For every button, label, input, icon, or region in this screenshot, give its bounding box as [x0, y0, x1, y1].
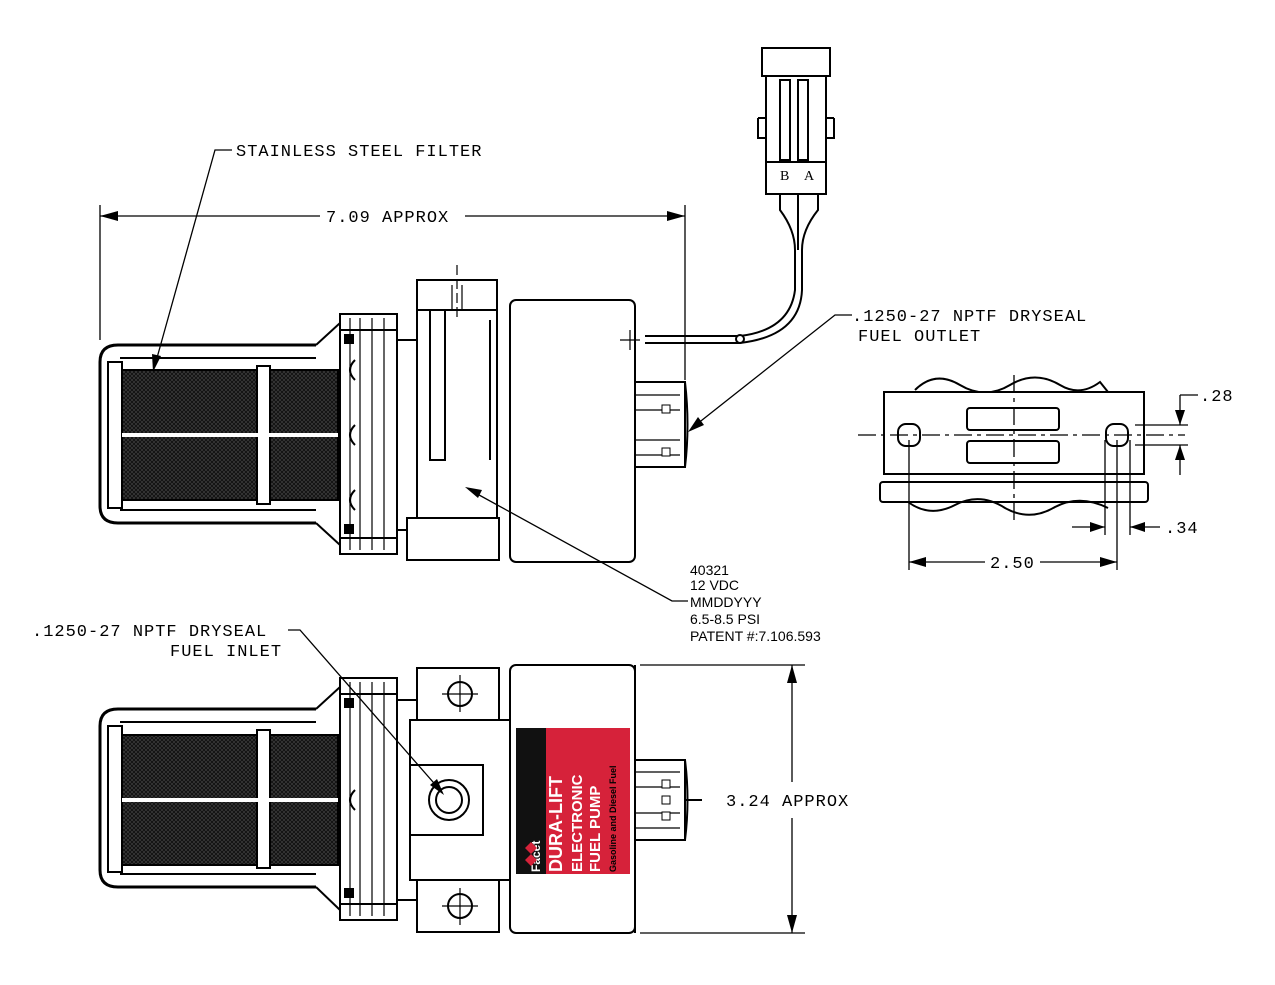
spec-line-2: 12 VDC — [690, 577, 739, 593]
spec-line-3: MMDDYYY — [690, 594, 762, 610]
height-dimension: 3.24 APPROX — [640, 664, 849, 934]
bracket-width-label: 2.50 — [990, 555, 1035, 574]
filter-label: STAINLESS STEEL FILTER — [236, 143, 482, 162]
top-view-pump — [98, 195, 819, 563]
brand-fuel-types: Gasoline and Diesel Fuel — [608, 765, 618, 872]
brand-fuel-pump: FUEL PUMP — [587, 786, 604, 872]
brand-electronic: ELECTRONIC — [569, 774, 586, 872]
outlet-label-1: .1250-27 NPTF DRYSEAL — [852, 308, 1087, 327]
inlet-label-1: .1250-27 NPTF DRYSEAL — [32, 623, 267, 642]
facet-logo — [525, 842, 537, 866]
slot-width-label: .34 — [1165, 520, 1199, 539]
filter-bowl — [98, 343, 316, 525]
inlet-label-2: FUEL INLET — [170, 643, 282, 662]
spec-line-4: 6.5-8.5 PSI — [690, 611, 760, 627]
product-label: Facet DURA-LIFT ELECTRONIC FUEL PUMP Gas… — [516, 728, 630, 874]
filter-callout: STAINLESS STEEL FILTER — [152, 143, 482, 372]
bottom-view-pump: Facet DURA-LIFT ELECTRONIC FUEL PUMP Gas… — [98, 664, 702, 934]
pin-b-label: B — [780, 169, 789, 184]
electrical-connector: B A — [757, 47, 835, 195]
brand-dura-lift: DURA-LIFT — [546, 776, 566, 872]
length-dimension: 7.09 APPROX — [99, 205, 686, 380]
spec-line-1: 40321 — [690, 562, 729, 578]
slot-offset-label: .28 — [1200, 388, 1234, 407]
bracket-detail: 2.50 .34 .28 — [858, 375, 1234, 574]
length-label: 7.09 APPROX — [326, 209, 449, 228]
outlet-callout: .1250-27 NPTF DRYSEAL FUEL OUTLET — [688, 308, 1087, 432]
outlet-label-2: FUEL OUTLET — [858, 328, 981, 347]
pin-a-label: A — [804, 169, 815, 184]
height-label: 3.24 APPROX — [726, 793, 849, 812]
spec-line-5: PATENT #:7.106.593 — [690, 628, 821, 644]
spec-callout: 40321 12 VDC MMDDYYY 6.5-8.5 PSI PATENT … — [465, 487, 821, 644]
inlet-callout: .1250-27 NPTF DRYSEAL FUEL INLET — [32, 623, 444, 795]
